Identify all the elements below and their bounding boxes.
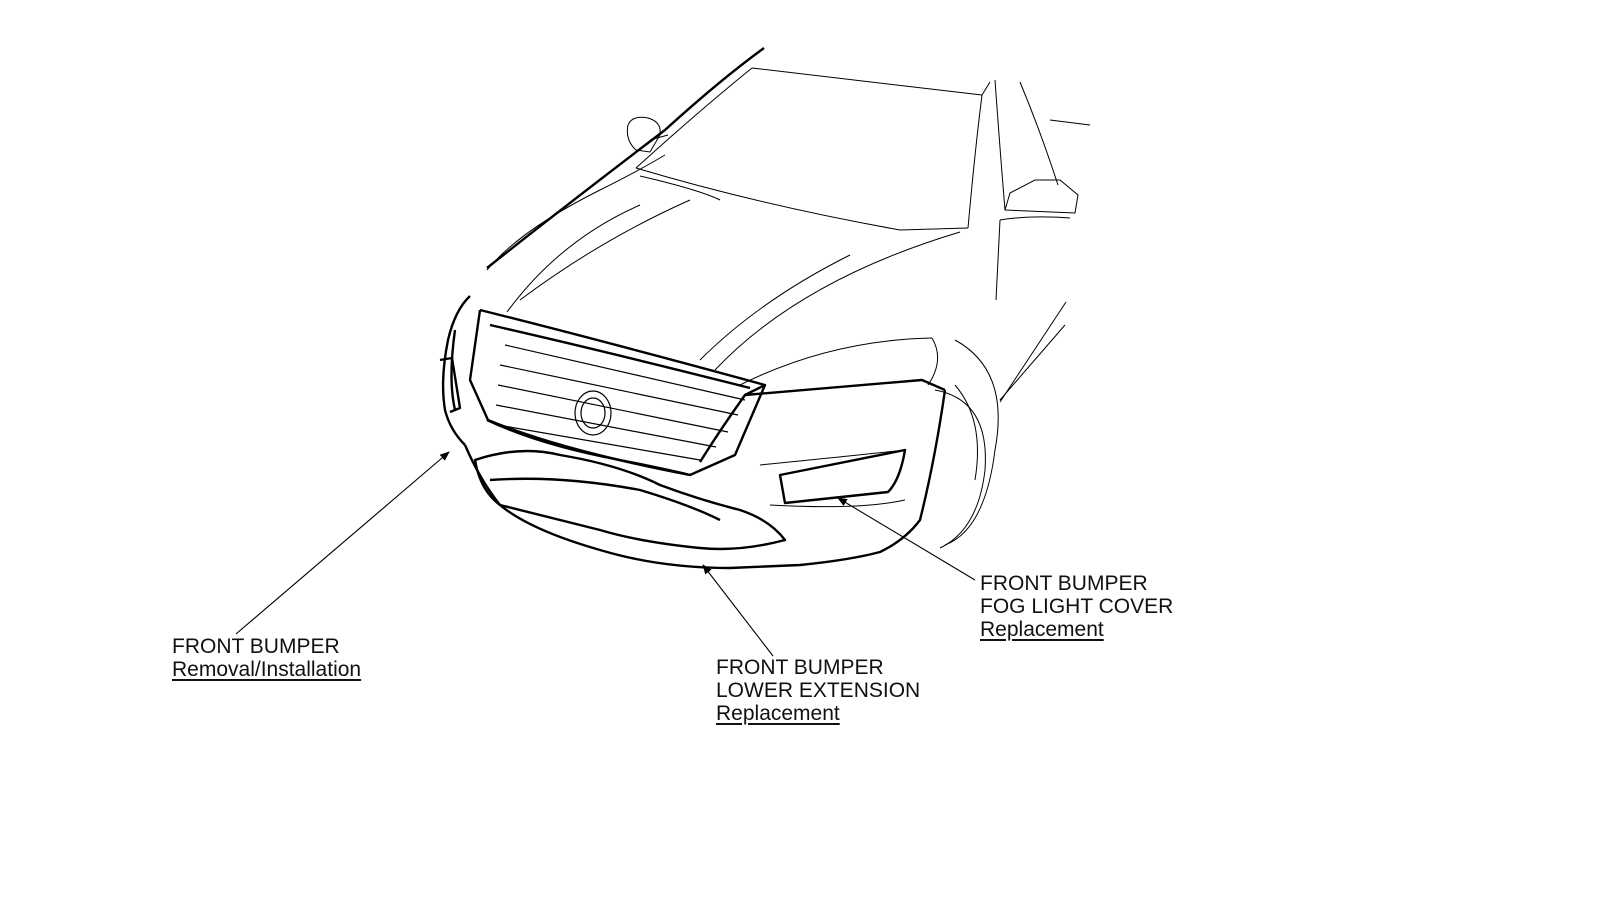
leader-lines xyxy=(235,451,976,657)
callout-lower-extension-title-2: LOWER EXTENSION xyxy=(716,679,921,702)
fog-light-cover-replacement-link[interactable]: Replacement xyxy=(980,618,1104,641)
lower-extension-replacement-link[interactable]: Replacement xyxy=(716,702,840,725)
callout-fog-light-cover-title-1: FRONT BUMPER xyxy=(980,572,1148,595)
front-bumper-outline xyxy=(439,47,947,570)
callout-lower-extension-title-1: FRONT BUMPER xyxy=(716,656,884,679)
grille-slats xyxy=(495,344,746,461)
callout-front-bumper-title: FRONT BUMPER xyxy=(172,635,340,658)
callout-lower-extension: FRONT BUMPER LOWER EXTENSION Replacement xyxy=(716,656,920,725)
leader-lower-extension xyxy=(702,564,774,657)
car-body-outline xyxy=(486,67,1091,549)
callout-fog-light-cover: FRONT BUMPER FOG LIGHT COVER Replacement xyxy=(980,572,1173,641)
callout-front-bumper: FRONT BUMPER Removal/Installation xyxy=(172,635,361,681)
leader-front-bumper xyxy=(235,451,450,635)
leader-fog-light-cover xyxy=(837,497,976,581)
removal-installation-link[interactable]: Removal/Installation xyxy=(172,658,362,681)
callout-fog-light-cover-title-2: FOG LIGHT COVER xyxy=(980,595,1174,618)
